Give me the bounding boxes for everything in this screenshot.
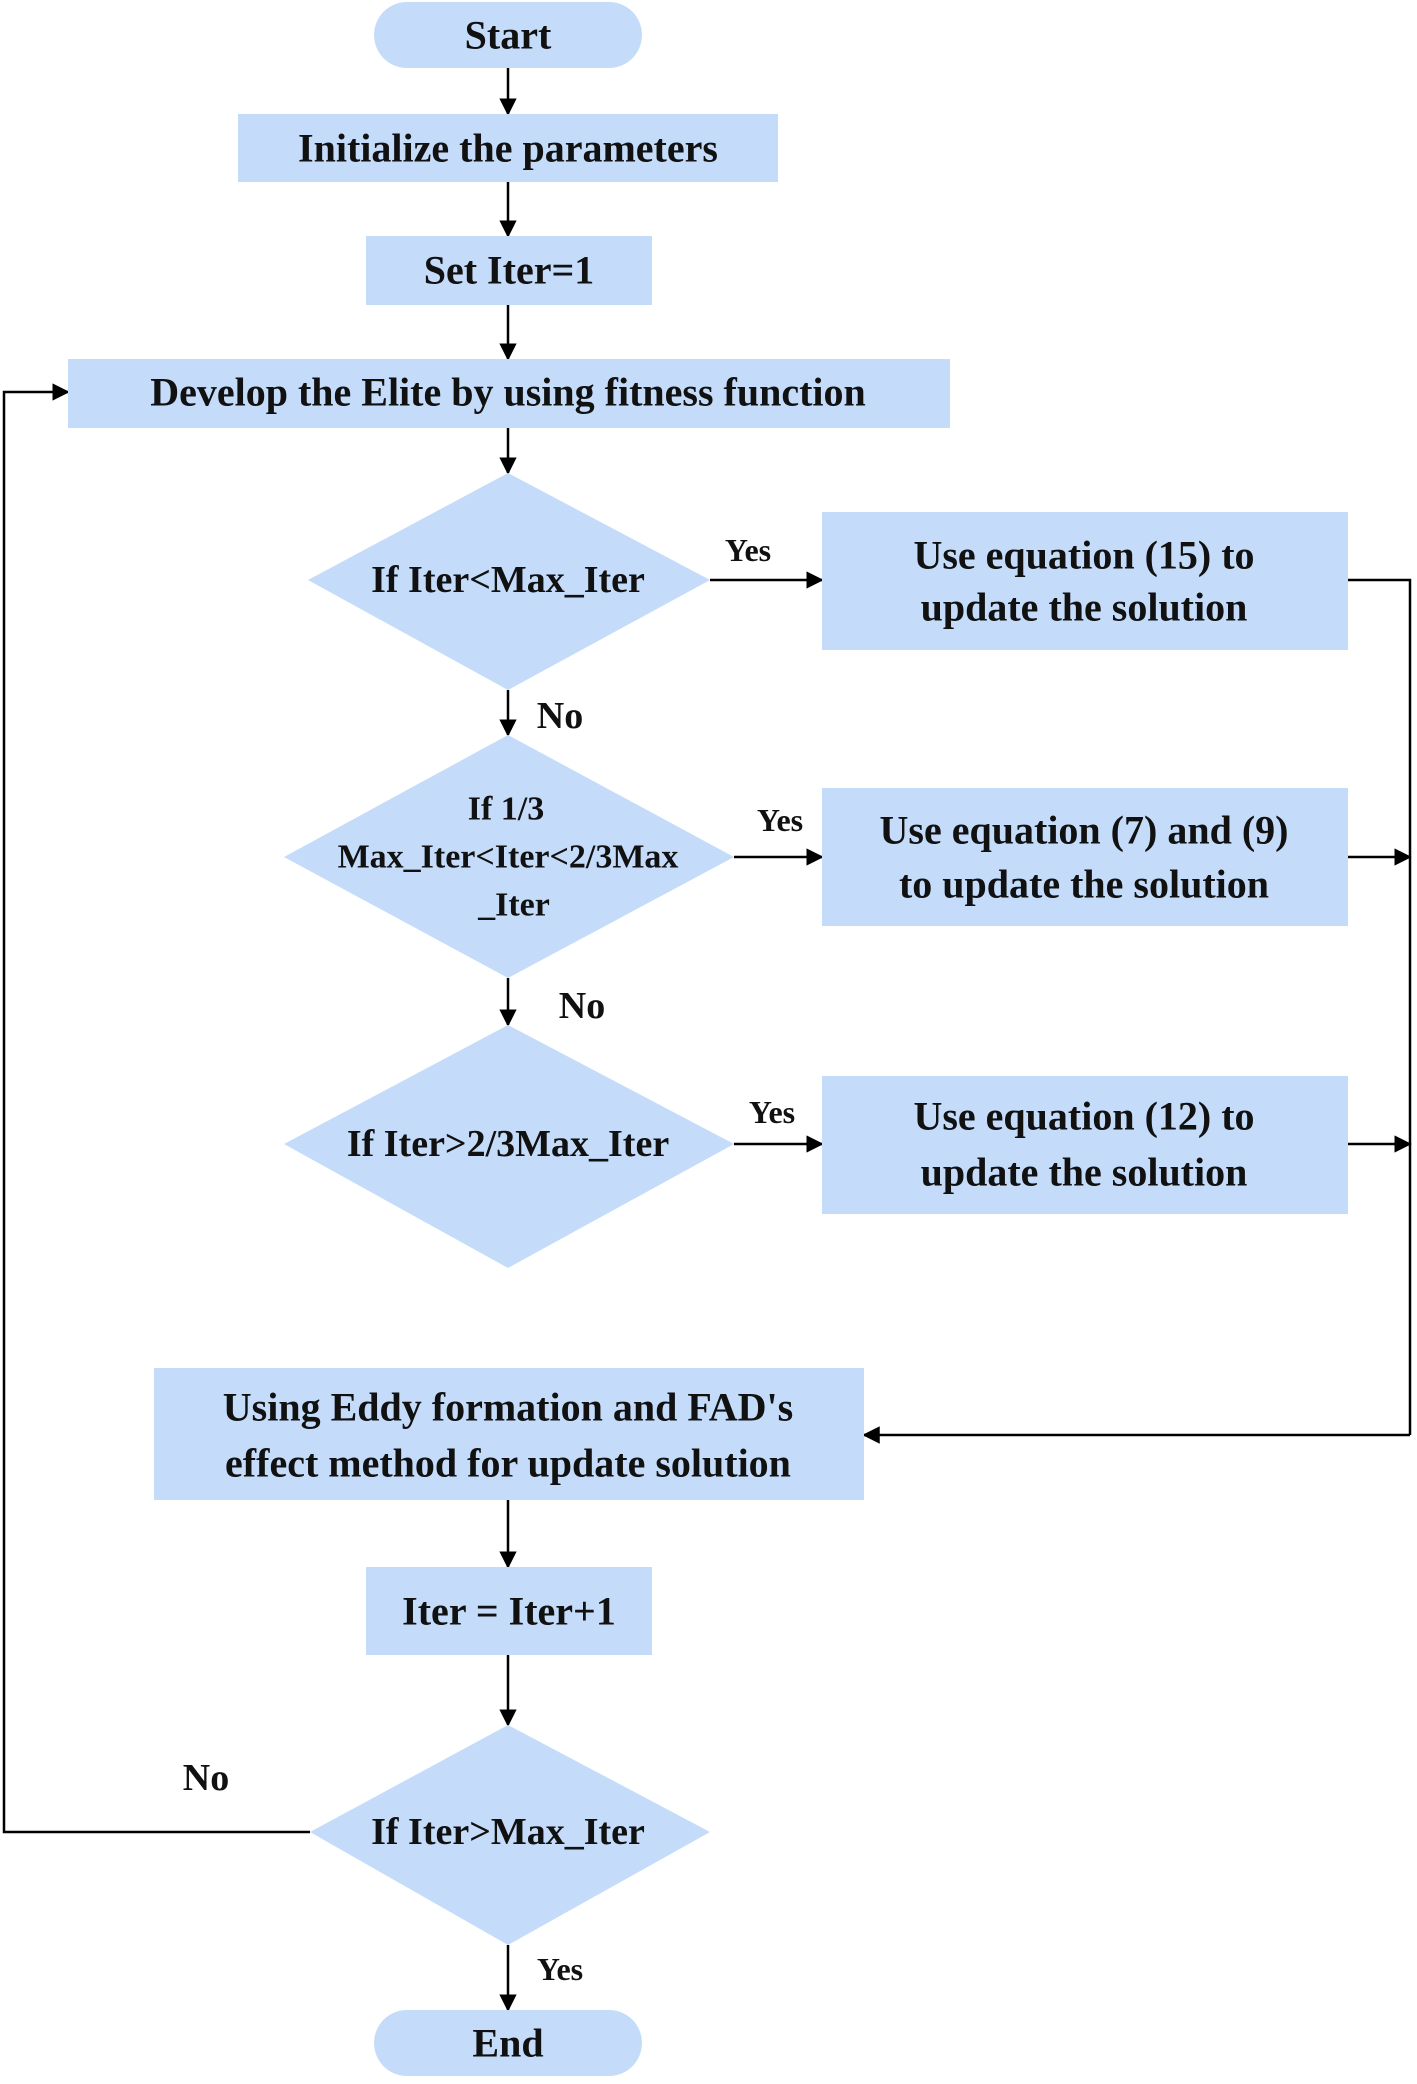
update12-process-box xyxy=(822,1076,1348,1214)
update7-9-process-box xyxy=(822,788,1348,926)
end-no-label: No xyxy=(183,1757,229,1799)
line-update15-to-bus xyxy=(1348,578,1412,1435)
cond3-decision-diamond xyxy=(284,1025,734,1268)
cond2-node: If 1/3 Max_Iter<Iter<2/3Max _Iter xyxy=(284,735,734,978)
connectors xyxy=(2,68,1412,2012)
cond1-label: If Iter<Max_Iter xyxy=(371,559,645,601)
cond2-label-line2: Max_Iter<Iter<2/3Max xyxy=(338,839,679,876)
cond2-yes-label: Yes xyxy=(757,802,803,838)
cond2-label-line3: _Iter xyxy=(477,887,550,924)
eddy-node: Using Eddy formation and FAD's effect me… xyxy=(154,1368,864,1500)
update7-9-label-line2: to update the solution xyxy=(899,862,1269,907)
update12-label-line2: update the solution xyxy=(921,1150,1248,1195)
update15-process-box xyxy=(822,512,1348,650)
iter-inc-label: Iter = Iter+1 xyxy=(402,1589,616,1634)
cond1-yes-label: Yes xyxy=(725,532,771,568)
start-node: Start xyxy=(374,2,642,68)
cond1-no-label: No xyxy=(537,695,583,737)
cond2-no-label: No xyxy=(559,985,605,1027)
update15-label-line2: update the solution xyxy=(921,585,1248,630)
elite-process-box xyxy=(68,359,950,428)
cond3-yes-label: Yes xyxy=(749,1094,795,1130)
end-yes-label: Yes xyxy=(537,1951,583,1987)
set-iter-label: Set Iter=1 xyxy=(424,248,595,293)
elite-label: Develop the Elite by using fitness funct… xyxy=(150,370,866,415)
eddy-label-line1: Using Eddy formation and FAD's xyxy=(223,1385,793,1430)
cond1-node: If Iter<Max_Iter xyxy=(308,473,710,690)
init-process-box xyxy=(238,114,778,182)
set-iter-process-box xyxy=(366,236,652,305)
eddy-label-line2: effect method for update solution xyxy=(225,1441,791,1486)
cond-end-node: If Iter>Max_Iter xyxy=(310,1725,710,1945)
update12-label-line1: Use equation (12) to xyxy=(913,1094,1254,1139)
branch-labels: Yes No Yes No Yes No Yes xyxy=(183,532,803,1987)
cond3-label: If Iter>2/3Max_Iter xyxy=(347,1123,670,1165)
iter-inc-node: Iter = Iter+1 xyxy=(366,1567,652,1655)
update15-label-line1: Use equation (15) to xyxy=(913,533,1254,578)
start-terminal-shape xyxy=(374,2,642,68)
update12-node: Use equation (12) to update the solution xyxy=(822,1076,1348,1214)
init-node: Initialize the parameters xyxy=(238,114,778,182)
end-terminal-shape xyxy=(374,2010,642,2076)
cond-end-decision-diamond xyxy=(310,1725,710,1945)
eddy-process-box xyxy=(154,1368,864,1500)
update7-9-label-line1: Use equation (7) and (9) xyxy=(880,808,1289,853)
update15-node: Use equation (15) to update the solution xyxy=(822,512,1348,650)
elite-node: Develop the Elite by using fitness funct… xyxy=(68,359,950,428)
cond2-label-line1: If 1/3 xyxy=(468,791,545,828)
end-label: End xyxy=(472,2021,543,2066)
init-label: Initialize the parameters xyxy=(298,126,718,171)
cond-end-label: If Iter>Max_Iter xyxy=(371,1811,645,1853)
set-iter-node: Set Iter=1 xyxy=(366,236,652,305)
end-node: End xyxy=(374,2010,642,2076)
update7-9-node: Use equation (7) and (9) to update the s… xyxy=(822,788,1348,926)
cond2-decision-diamond xyxy=(284,735,734,978)
cond3-node: If Iter>2/3Max_Iter xyxy=(284,1025,734,1268)
arrow-cond-end-no-loop xyxy=(2,383,310,1834)
iter-inc-process-box xyxy=(366,1567,652,1655)
cond1-decision-diamond xyxy=(308,473,710,690)
start-label: Start xyxy=(465,13,552,58)
